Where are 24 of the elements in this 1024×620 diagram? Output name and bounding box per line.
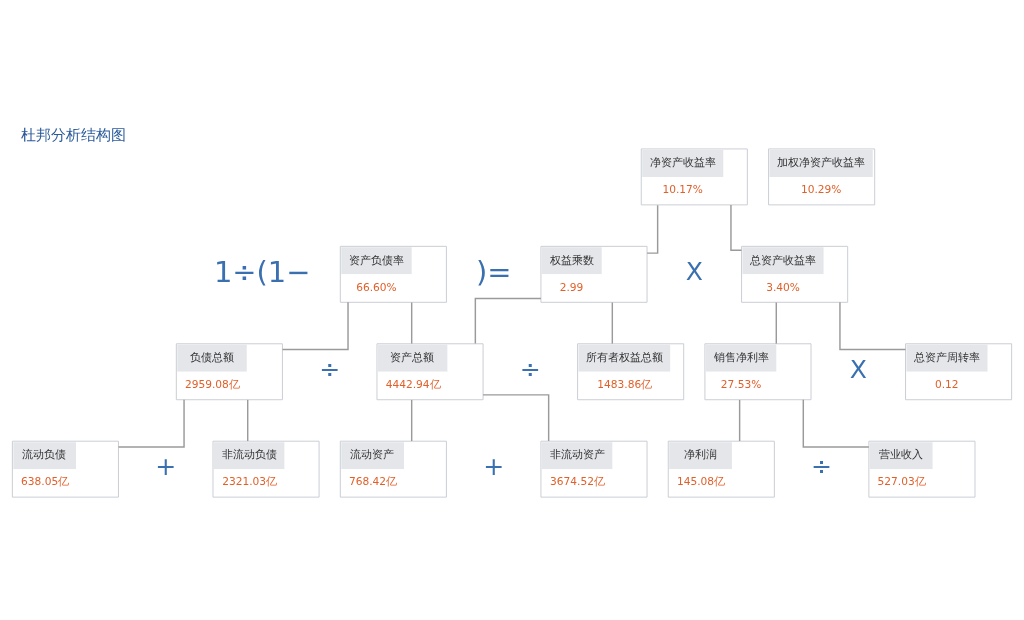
label: + [155,451,177,481]
label: X [685,256,703,286]
label: ÷ [319,354,341,384]
diagram-title: 杜邦分析结构图 [21,125,127,144]
label: + [483,451,505,481]
connector [839,301,907,350]
connector [247,398,249,442]
label: ÷ [519,354,541,384]
connector [775,301,777,344]
connector [474,297,542,344]
connector [482,393,550,442]
connector [410,301,413,344]
connector [730,203,743,251]
connector [611,301,614,344]
connector [281,301,349,350]
connector [738,398,741,442]
connector [802,398,870,448]
connector [117,398,185,448]
label: )= [475,254,512,289]
connector [646,204,659,254]
connector [410,398,413,442]
label: X [849,354,867,384]
label: ÷ [811,451,833,481]
label: 1÷(1− [213,254,311,289]
